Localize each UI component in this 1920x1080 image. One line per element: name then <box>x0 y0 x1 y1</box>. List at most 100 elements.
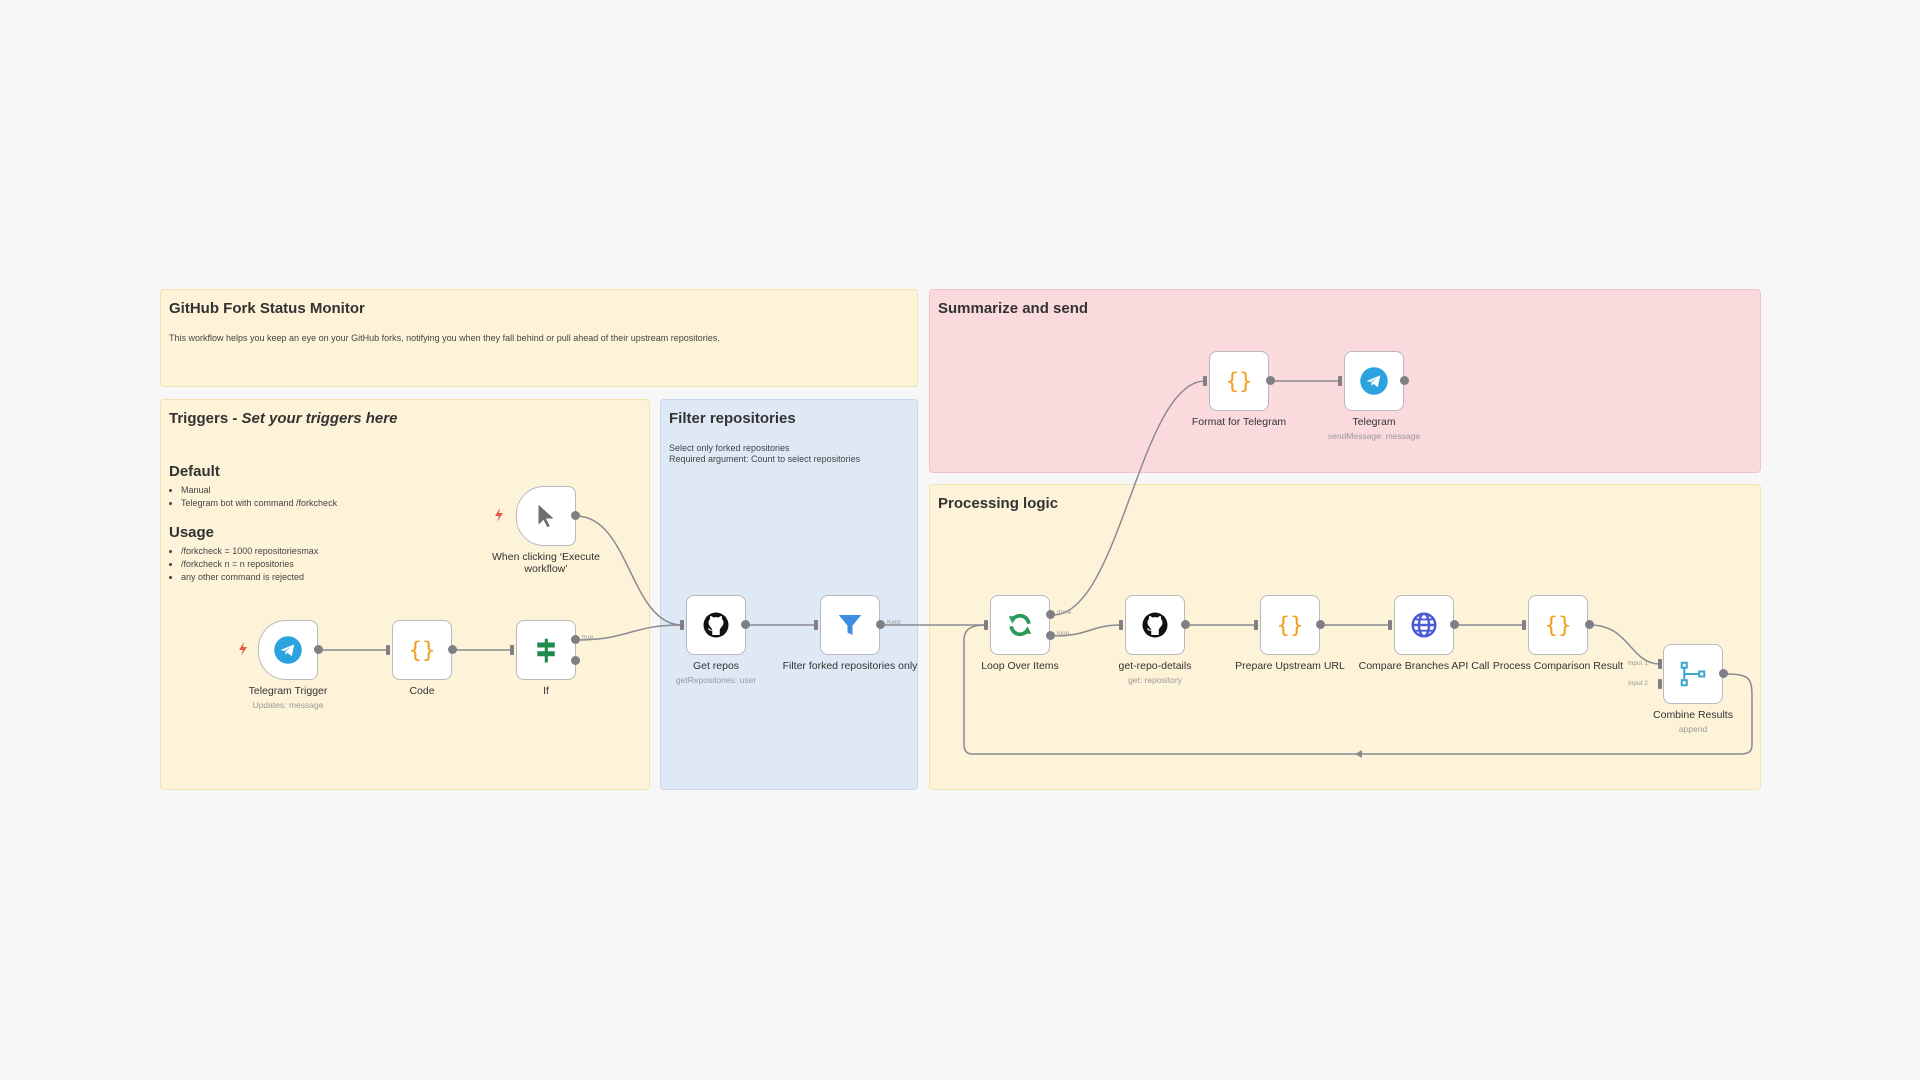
output-label-loop: loop <box>1057 630 1070 637</box>
node-manual-trigger[interactable] <box>516 486 576 546</box>
output-port[interactable] <box>1450 620 1459 629</box>
telegram-icon <box>274 636 302 664</box>
output-port[interactable] <box>571 511 580 520</box>
output-port-false[interactable] <box>571 656 580 665</box>
code-braces-icon: {} <box>408 638 435 664</box>
node-prepare-upstream-url[interactable]: {} <box>1260 595 1320 655</box>
output-port[interactable] <box>314 645 323 654</box>
output-port[interactable] <box>448 645 457 654</box>
output-port[interactable] <box>1585 620 1594 629</box>
node-filter-forked[interactable] <box>820 595 880 655</box>
code-braces-icon: {} <box>1276 613 1303 639</box>
signpost-icon <box>537 638 555 663</box>
input-port[interactable] <box>510 645 514 655</box>
input-port[interactable] <box>814 620 818 630</box>
input-port[interactable] <box>680 620 684 630</box>
input-port[interactable] <box>984 620 988 630</box>
filter-line-2: Required argument: Count to select repos… <box>669 454 861 464</box>
input-port[interactable] <box>386 645 390 655</box>
node-loop-over-items[interactable] <box>990 595 1050 655</box>
github-icon <box>703 612 729 638</box>
usage-heading: Usage <box>169 524 215 541</box>
list-item: Manual <box>181 484 641 497</box>
loop-icon <box>1008 613 1032 637</box>
node-label: When clicking ‘Execute workflow’ <box>492 551 600 575</box>
output-port-done[interactable] <box>1046 610 1055 619</box>
code-braces-icon: {} <box>1225 369 1252 395</box>
svg-text:{}: {} <box>1276 613 1303 639</box>
input-port[interactable] <box>1338 376 1342 386</box>
filter-title: Filter repositories <box>669 410 796 427</box>
output-port[interactable] <box>876 620 885 629</box>
default-heading: Default <box>169 463 220 480</box>
summarize-title: Summarize and send <box>938 300 1089 317</box>
node-label: Telegram Trigger Updates: message <box>248 685 328 710</box>
node-label: Combine Results append <box>1653 709 1733 734</box>
trigger-bolt-icon <box>239 642 247 656</box>
node-label: Filter forked repositories only <box>782 660 918 672</box>
workflow-title: GitHub Fork Status Monitor <box>169 300 365 317</box>
node-label: Format for Telegram <box>1191 416 1287 428</box>
node-label: Prepare Upstream URL <box>1235 660 1345 672</box>
output-port[interactable] <box>1181 620 1190 629</box>
node-label: Telegram sendMessage: message <box>1327 416 1421 441</box>
filter-line-1: Select only forked repositories <box>669 443 790 453</box>
output-label-true: true <box>582 634 594 641</box>
node-label: Loop Over Items <box>981 660 1059 672</box>
input-port[interactable] <box>1522 620 1526 630</box>
input-label-1: Input 1 <box>1628 660 1648 667</box>
input-port[interactable] <box>1119 620 1123 630</box>
sticky-filter[interactable]: Filter repositories Select only forked r… <box>660 399 918 790</box>
processing-title: Processing logic <box>938 495 1059 512</box>
node-label: get-repo-details get: repository <box>1118 660 1192 685</box>
node-combine-results[interactable] <box>1663 644 1723 704</box>
output-label-done: done <box>1057 609 1072 616</box>
input-port-2[interactable] <box>1658 679 1662 689</box>
node-get-repo-details[interactable] <box>1125 595 1185 655</box>
trigger-bolt-icon <box>495 508 503 522</box>
input-port-1[interactable] <box>1658 659 1662 669</box>
sticky-main[interactable]: GitHub Fork Status Monitor This workflow… <box>160 289 918 387</box>
node-compare-branches[interactable] <box>1394 595 1454 655</box>
node-format-for-telegram[interactable]: {} <box>1209 351 1269 411</box>
globe-icon <box>1411 612 1437 638</box>
output-port[interactable] <box>1316 620 1325 629</box>
input-label-2: Input 2 <box>1628 680 1648 687</box>
github-icon <box>1142 612 1168 638</box>
sticky-triggers[interactable]: Triggers - Set your triggers here Defaul… <box>160 399 650 790</box>
output-port-true[interactable] <box>571 635 580 644</box>
node-code[interactable]: {} <box>392 620 452 680</box>
telegram-icon <box>1360 367 1388 395</box>
input-port[interactable] <box>1254 620 1258 630</box>
node-label: If <box>543 685 549 697</box>
node-get-repos[interactable] <box>686 595 746 655</box>
list-item: /forkcheck n = n repositories <box>181 558 641 571</box>
workflow-description: This workflow helps you keep an eye on y… <box>169 333 720 343</box>
node-if[interactable] <box>516 620 576 680</box>
svg-text:{}: {} <box>1225 369 1252 395</box>
output-port[interactable] <box>1266 376 1275 385</box>
output-port[interactable] <box>1719 669 1728 678</box>
output-label-kept: Kept <box>887 619 901 626</box>
usage-list: /forkcheck = 1000 repositoriesmax /forkc… <box>169 545 641 584</box>
node-label: Compare Branches API Call <box>1358 660 1490 672</box>
code-braces-icon: {} <box>1544 613 1571 639</box>
cursor-icon <box>538 504 554 528</box>
input-port[interactable] <box>1203 376 1207 386</box>
node-process-comparison[interactable]: {} <box>1528 595 1588 655</box>
node-telegram-trigger[interactable] <box>258 620 318 680</box>
output-port[interactable] <box>1400 376 1409 385</box>
output-port-loop[interactable] <box>1046 631 1055 640</box>
output-port[interactable] <box>741 620 750 629</box>
node-label: Code <box>409 685 435 697</box>
input-port[interactable] <box>1388 620 1392 630</box>
svg-text:{}: {} <box>408 638 435 664</box>
list-item: /forkcheck = 1000 repositoriesmax <box>181 545 641 558</box>
triggers-title: Triggers - Set your triggers here <box>169 410 398 427</box>
default-list: Manual Telegram bot with command /forkch… <box>169 484 641 510</box>
list-item: any other command is rejected <box>181 571 641 584</box>
node-label: Get repos getRepositories: user <box>675 660 757 685</box>
filter-icon <box>838 615 862 635</box>
node-telegram[interactable] <box>1344 351 1404 411</box>
node-label: Process Comparison Result <box>1492 660 1624 672</box>
